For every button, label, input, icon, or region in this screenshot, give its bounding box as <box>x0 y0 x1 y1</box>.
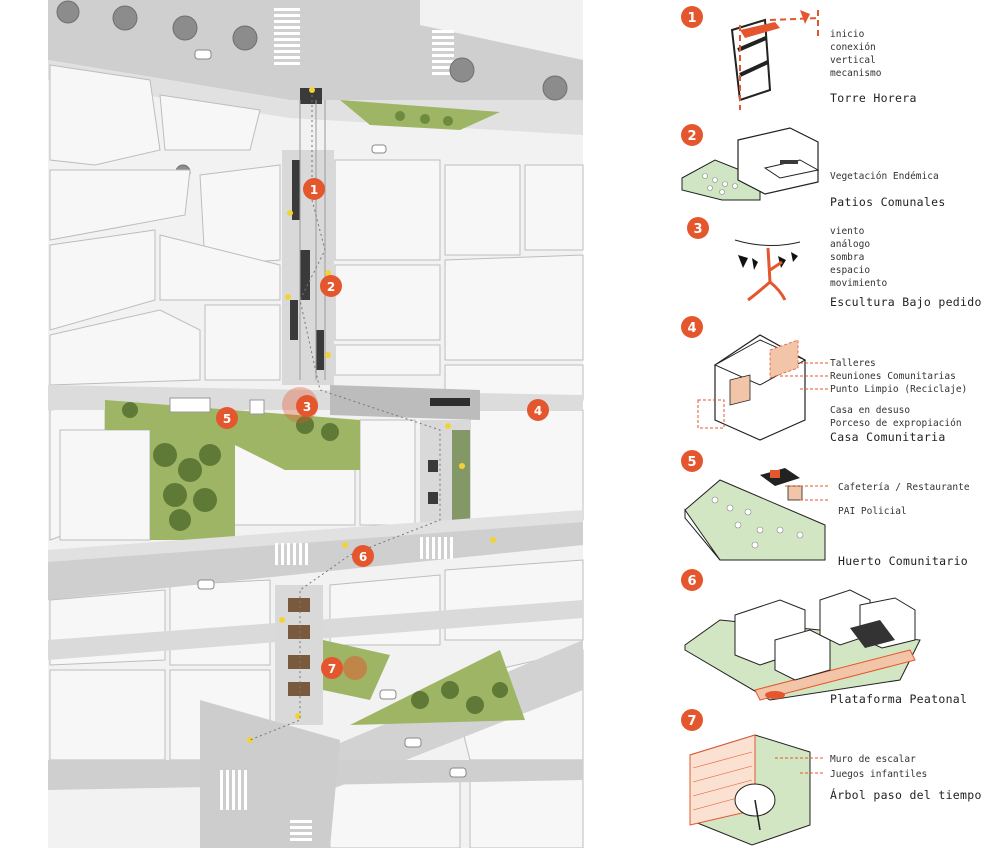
legend-panel: 1 2 3 4 5 6 7 <box>660 0 1000 848</box>
svg-text:7: 7 <box>328 662 336 676</box>
map-marker-5: 5 <box>216 407 238 429</box>
map-marker-6: 6 <box>352 545 374 567</box>
svg-text:6: 6 <box>359 550 367 564</box>
map-marker-3: 3 <box>296 395 318 417</box>
legend-1-line-4: mecanismo <box>830 68 882 79</box>
legend-4-line-2: Reuniones Comunitarias <box>830 371 956 382</box>
planters <box>288 598 310 696</box>
legend-7-line-1: Muro de escalar <box>830 754 916 765</box>
svg-text:6: 6 <box>687 574 696 589</box>
svg-text:3: 3 <box>693 222 702 237</box>
legend-3-line-5: movimiento <box>830 278 888 289</box>
crosswalk-top <box>274 8 300 65</box>
legend-3-line-1: viento <box>830 226 865 237</box>
legend-5-title: Huerto Comunitario <box>838 554 969 568</box>
legend-2-title: Patios Comunales <box>830 195 946 209</box>
pedestrian-route <box>249 95 441 741</box>
legend-6-title: Plataforma Peatonal <box>830 692 968 706</box>
svg-text:4: 4 <box>534 404 542 418</box>
stair-lines <box>299 100 326 380</box>
legend-4-title: Casa Comunitaria <box>830 430 946 444</box>
patio-illustration <box>681 127 820 201</box>
legend-illustrations: 1 2 3 4 5 6 7 <box>681 6 921 846</box>
map-marker-1: 1 <box>303 178 325 200</box>
mid-stair <box>330 385 480 420</box>
svg-text:2: 2 <box>327 280 335 294</box>
legend-1-title: Torre Horera <box>830 91 917 105</box>
house-illustration <box>697 334 830 441</box>
garden-illustration <box>684 468 830 561</box>
svg-text:1: 1 <box>310 183 318 197</box>
legend-7-line-2: Juegos infantiles <box>830 769 928 780</box>
crosswalk-top-right <box>432 30 454 75</box>
cars <box>194 49 467 778</box>
legend-4-line-3: Punto Limpio (Reciclaje) <box>830 384 968 395</box>
site-plan-drawing: 1 2 3 4 5 6 7 <box>48 0 584 849</box>
top-green-strip <box>340 100 500 130</box>
street-lamps <box>247 87 496 743</box>
legend-3-line-3: sombra <box>830 252 865 263</box>
legend-1-line-2: conexión <box>830 42 876 53</box>
svg-text:1: 1 <box>687 11 696 26</box>
map-marker-4: 4 <box>527 399 549 421</box>
park-trees <box>122 402 339 531</box>
playground-illustration <box>689 734 825 846</box>
legend-number-circles: 1 2 3 4 5 6 7 <box>681 6 709 731</box>
site-plan-map: 1 2 3 4 5 6 7 <box>48 0 584 849</box>
legend-3-title: Escultura Bajo pedido <box>830 295 982 309</box>
svg-text:5: 5 <box>687 455 696 470</box>
legend-2-line-1: Vegetación Endémica <box>830 171 939 182</box>
legend-3-line-2: análogo <box>830 239 871 250</box>
middle-street <box>48 520 583 600</box>
crosswalk-middle <box>275 537 453 565</box>
sculpture-illustration <box>734 239 801 302</box>
svg-text:5: 5 <box>223 412 231 426</box>
legend-1-line-1: inicio <box>830 29 865 40</box>
platform-illustration <box>684 589 921 701</box>
legend-4-line-5: Porceso de expropiación <box>830 418 962 429</box>
map-marker-2: 2 <box>320 275 342 297</box>
legend-5-line-2: PAI Policial <box>838 506 907 517</box>
svg-text:3: 3 <box>303 400 311 414</box>
legend-5-line-1: Cafetería / Restaurante <box>838 482 970 493</box>
legend-3-line-4: espacio <box>830 265 871 276</box>
legend-4-line-4: Casa en desuso <box>830 405 911 416</box>
tower-illustration <box>730 10 821 110</box>
cafeteria-block <box>169 397 211 413</box>
legend-1-line-3: vertical <box>830 55 876 66</box>
svg-text:4: 4 <box>687 321 696 336</box>
map-marker-7: 7 <box>321 657 343 679</box>
crosswalk-bottom <box>220 770 312 841</box>
building-blocks <box>49 64 584 849</box>
legend-7-title: Árbol paso del tiempo <box>830 788 982 802</box>
map-markers: 1 2 3 4 5 6 7 <box>216 178 549 679</box>
legend-4-line-1: Talleres <box>830 358 876 369</box>
svg-text:2: 2 <box>687 129 696 144</box>
svg-text:7: 7 <box>687 714 696 729</box>
